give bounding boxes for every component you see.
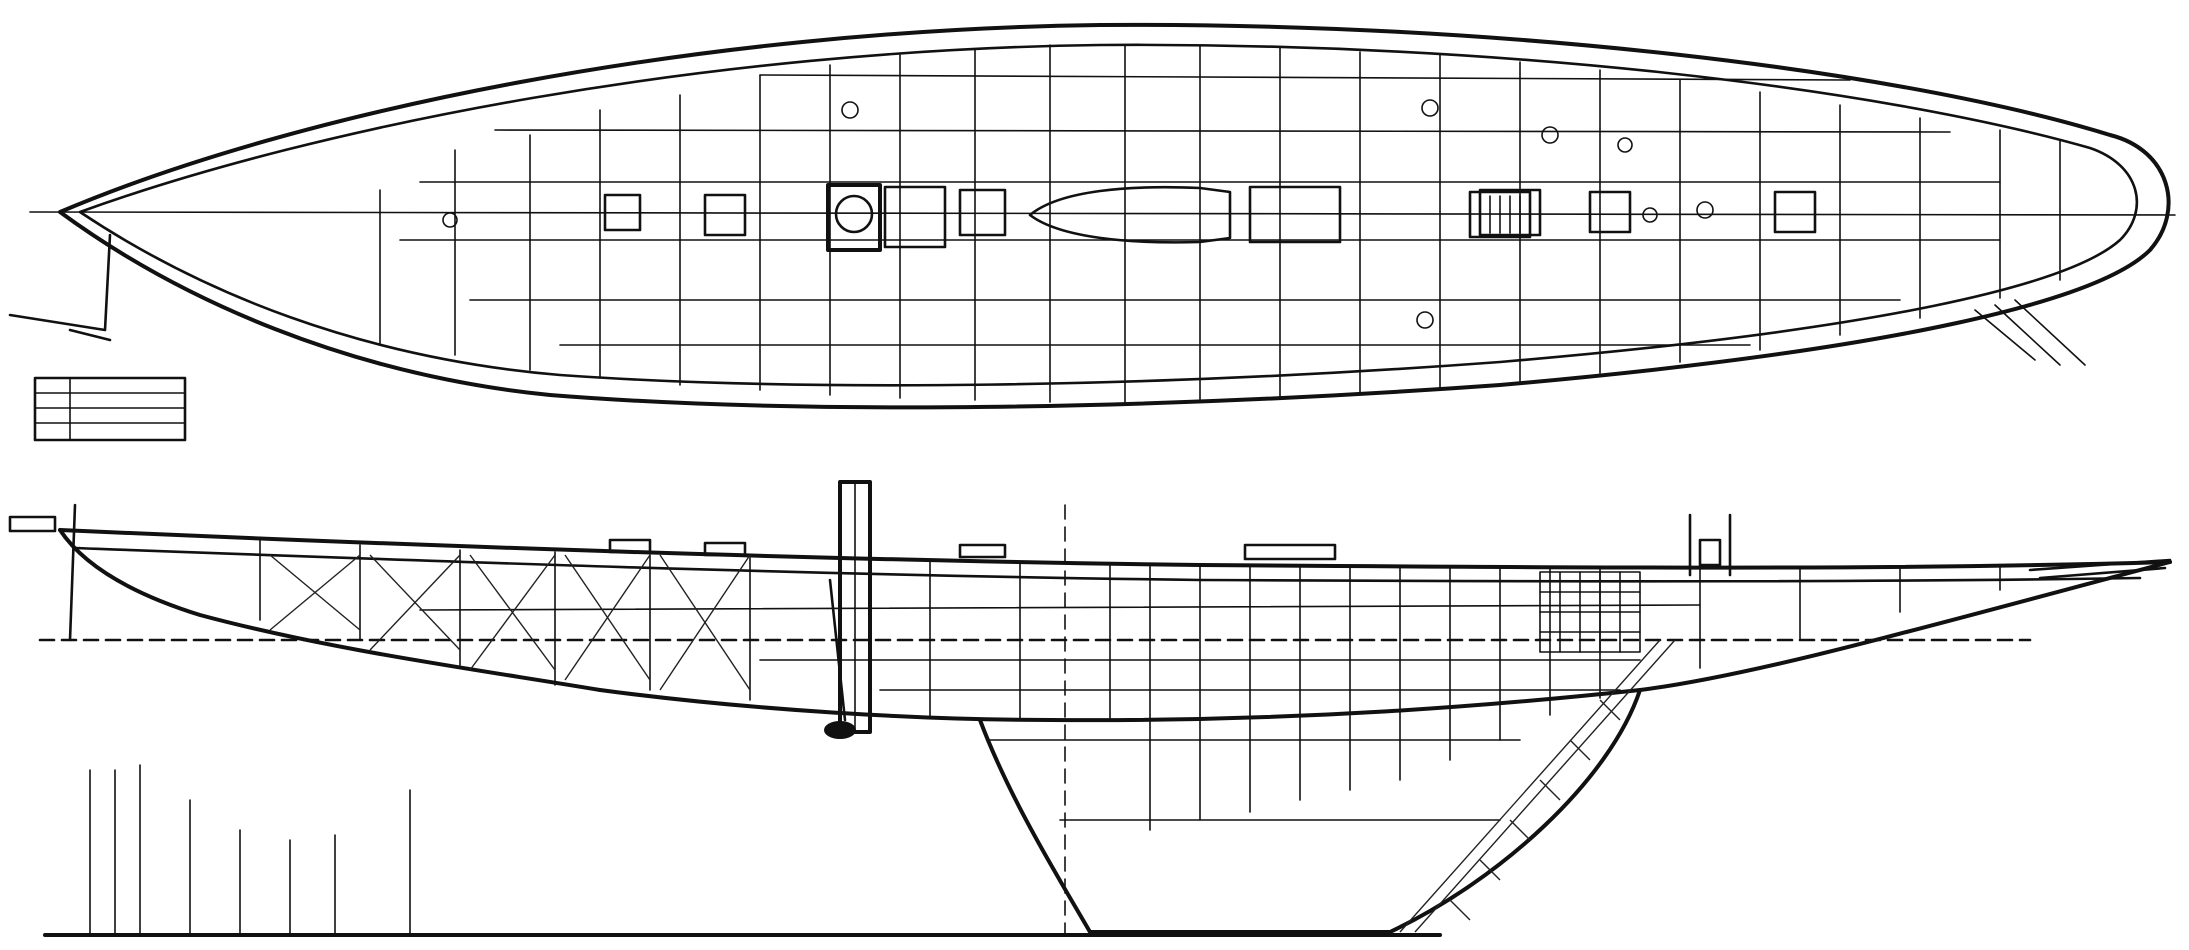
plan-view: [8, 22, 2176, 442]
profile-rigging: [89, 764, 411, 936]
profile-frames: [259, 539, 2001, 831]
plan-anchor-lines: [1974, 299, 2086, 366]
plan-centerline: [29, 211, 2176, 216]
plan-skylight: [826, 183, 947, 252]
profile-bowsprit: [2028, 558, 2172, 580]
plan-legend-block: [33, 376, 187, 442]
plan-hatches: [603, 185, 1817, 244]
profile-deck-houses: [608, 538, 1337, 561]
profile-sheer-line: [58, 528, 2172, 570]
profile-diagonal-bracing: [269, 554, 751, 691]
plan-steering-house: [1468, 190, 1532, 239]
profile-stern: [58, 528, 602, 692]
plan-hull-inner: [78, 43, 2138, 387]
profile-hull-strakes: [419, 604, 1701, 821]
profile-forward-cabin: [1539, 571, 1641, 653]
plan-stern-counter: [8, 233, 112, 342]
plan-hull-outer: [58, 22, 2171, 410]
plan-deck-boat: [1028, 185, 1232, 244]
profile-view: [8, 480, 2172, 937]
profile-keel-bracing: [1399, 639, 1676, 933]
profile-mast: [838, 480, 872, 734]
profile-keel: [978, 688, 1642, 934]
plan-deck-lines: [399, 74, 2001, 346]
plan-fittings: [442, 99, 1714, 329]
profile-bow-bitts: [1688, 513, 1732, 577]
profile-rudder: [824, 578, 856, 739]
profile-flagstaff: [8, 503, 77, 642]
profile-deck-line: [73, 546, 2142, 583]
